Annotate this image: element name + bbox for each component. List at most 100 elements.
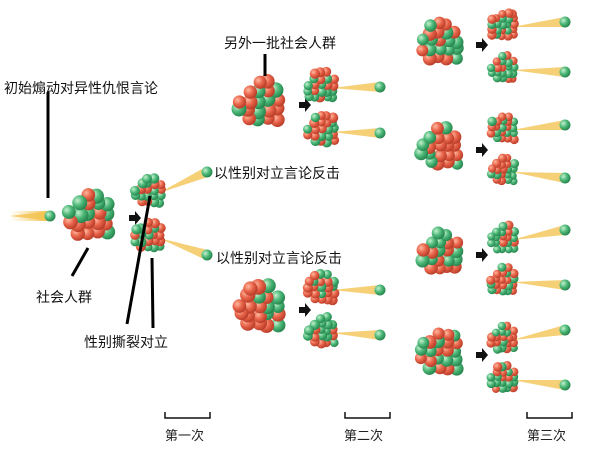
fragment-nucleus [487, 8, 519, 41]
generation-bracket-1 [164, 412, 211, 419]
nucleon [424, 19, 437, 32]
nucleon [270, 290, 286, 305]
nucleus [415, 226, 464, 275]
nucleon [450, 52, 463, 65]
nucleon [497, 262, 507, 272]
neutron-beam [332, 285, 380, 295]
neutron [559, 16, 571, 28]
nucleon [503, 276, 512, 285]
nucleus [61, 188, 116, 241]
nucleus [416, 16, 464, 66]
nucleon [497, 112, 507, 121]
nucleus [232, 278, 286, 333]
nucleon [309, 270, 320, 281]
nucleon [442, 328, 455, 341]
nucleon [416, 44, 429, 57]
generation-bracket-2 [344, 412, 391, 419]
nucleon [498, 153, 507, 163]
neutron-beam [332, 330, 381, 340]
nucleon [509, 158, 520, 169]
nucleon [414, 352, 427, 365]
neutron [559, 172, 571, 184]
nucleon [432, 327, 445, 340]
nucleus [414, 327, 464, 376]
neutron-beam [332, 82, 381, 92]
label-gender-split: 性别撕裂对立 [84, 335, 168, 351]
nucleon [309, 68, 321, 79]
nucleon [509, 226, 519, 237]
nucleon [417, 336, 430, 349]
neutron [559, 119, 571, 131]
nucleon [130, 237, 140, 247]
nucleon [492, 158, 502, 168]
nucleon [504, 245, 513, 254]
neutron-beam [512, 120, 566, 130]
nucleon [242, 94, 258, 110]
nucleon [303, 325, 315, 336]
nucleon [491, 328, 500, 337]
pointer-line [125, 195, 152, 325]
nucleon [433, 149, 447, 163]
nucleon [451, 236, 464, 249]
arrow-icon [476, 248, 488, 262]
nucleon [509, 326, 518, 335]
nucleon [498, 221, 508, 231]
nucleon [431, 226, 445, 240]
nucleon [487, 232, 496, 241]
nucleon [487, 116, 497, 127]
nucleon [61, 205, 76, 219]
nucleon [81, 226, 95, 241]
pointer-line [150, 257, 155, 329]
neutron [374, 127, 386, 139]
nucleon [130, 185, 140, 196]
nucleon [486, 275, 496, 285]
nucleon [486, 129, 496, 138]
arrow-icon [299, 98, 311, 112]
nucleon [486, 373, 496, 382]
arrow-icon [476, 38, 488, 52]
nucleon [315, 314, 326, 324]
generation-bracket-3 [526, 412, 573, 419]
neutron [374, 284, 386, 296]
neutron-beam [512, 225, 566, 240]
neutron [559, 224, 571, 236]
nucleon [486, 378, 496, 389]
fragment-nucleus [303, 111, 340, 148]
generation-2-label: 第二次 [344, 429, 384, 444]
fragment-nucleus [486, 153, 520, 186]
nucleus [414, 121, 464, 171]
nucleon [243, 85, 258, 99]
nucleon [504, 8, 514, 18]
nucleon [493, 245, 502, 254]
neutron [201, 249, 213, 261]
label-counter-top: 以性别对立言论反击 [214, 166, 340, 182]
neutron-beam [512, 380, 566, 390]
nucleon [72, 195, 88, 211]
fragment-nucleus [486, 51, 519, 84]
nucleon [148, 173, 160, 184]
nucleon [253, 75, 267, 89]
nucleon [498, 9, 507, 18]
nucleon [426, 236, 438, 249]
nucleon [416, 243, 430, 257]
nucleon [271, 317, 286, 333]
nucleon [322, 269, 332, 280]
nucleon [442, 254, 455, 267]
fragment-nucleus [486, 262, 519, 296]
neutron [559, 324, 571, 336]
nucleon [498, 51, 507, 61]
neutron [559, 379, 571, 391]
nucleon [487, 14, 497, 24]
nucleon [316, 277, 325, 287]
nucleon [232, 299, 247, 313]
nucleus [231, 73, 286, 127]
label-initial-incitement: 初始煽动对异性仇恨言论 [4, 81, 158, 97]
nucleon [253, 309, 267, 324]
incoming-neutron [44, 210, 56, 222]
neutron-beam [512, 67, 566, 77]
neutron [559, 279, 571, 291]
neutron-beam [332, 128, 381, 138]
nucleon [492, 269, 502, 279]
